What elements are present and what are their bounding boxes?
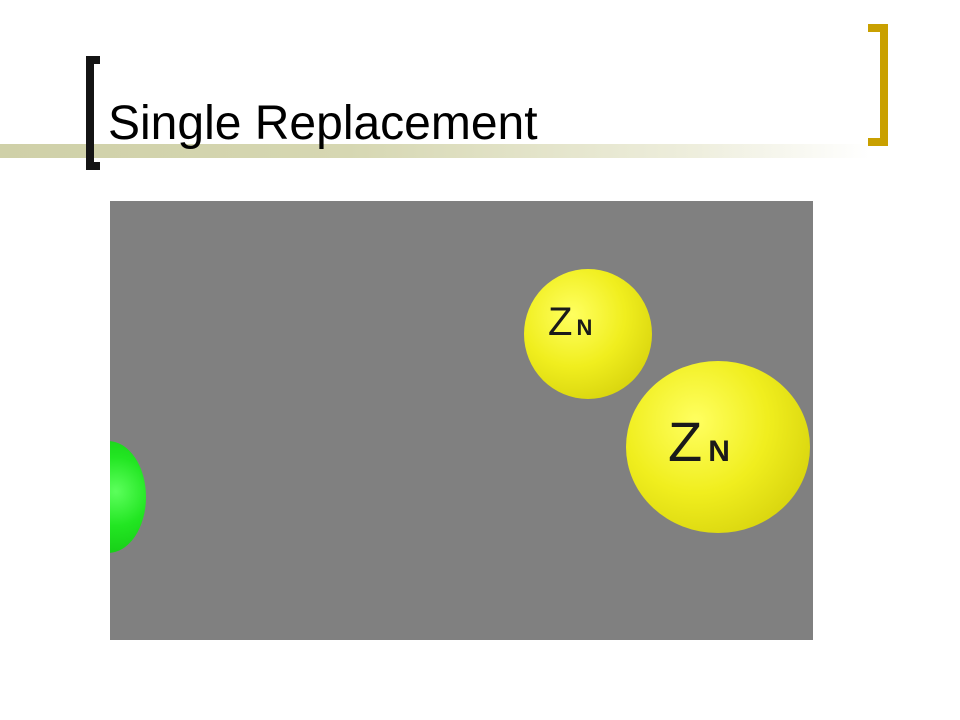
left-bracket-decoration [86,56,100,170]
zn-label-sub: N [708,435,730,468]
right-bracket-decoration [868,24,888,146]
zn-label-main: Z [668,410,703,473]
zn-label-main: Z [548,300,573,344]
slide-title: Single Replacement [108,97,538,150]
zn-label-sub: N [576,315,593,340]
green-atom [110,441,146,553]
title-underline-band [0,144,870,158]
